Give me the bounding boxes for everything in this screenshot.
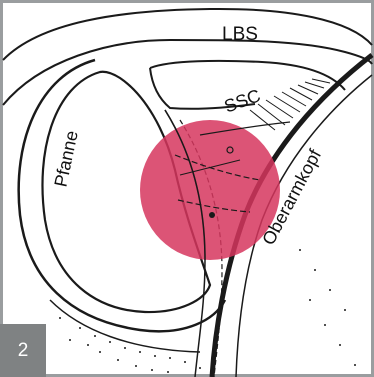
label-ssc: SSC [222,85,264,116]
lower-stipple [59,317,201,373]
marker-dot [209,212,215,218]
label-pfanne: Pfanne [50,129,81,189]
right-stipple [299,249,356,366]
figure-number-badge: 2 [0,324,46,377]
label-lbs: LBS [222,24,258,45]
outer-capsule-line [3,9,372,60]
